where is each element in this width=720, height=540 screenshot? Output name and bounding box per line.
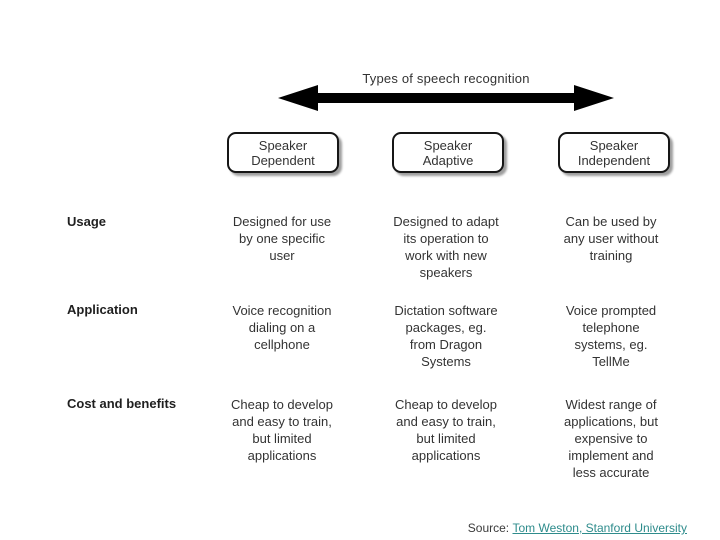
category-box-label: Speaker Independent [577,137,651,168]
row-label-cost-and-benefits: Cost and benefits [67,396,177,411]
category-box-speaker-independent: Speaker Independent [558,132,670,173]
source-line: Source: Tom Weston, Stanford University [468,521,687,535]
cell-application-independent: Voice prompted telephone systems, eg. Te… [565,303,657,369]
category-box-speaker-dependent: Speaker Dependent [227,132,339,173]
diagram-title: Types of speech recognition [362,71,530,86]
cell-cost-adaptive: Cheap to develop and easy to train, but … [395,397,497,463]
cell-cost-independent: Widest range of applications, but expens… [564,397,658,480]
cell-usage-adaptive: Designed to adapt its operation to work … [393,214,499,280]
source-label: Source: [467,521,510,535]
cell-usage-independent: Can be used by any user without training [563,214,659,263]
cell-application-adaptive: Dictation software packages, eg. from Dr… [394,303,498,369]
category-box-speaker-adaptive: Speaker Adaptive [392,132,504,173]
cell-usage-dependent: Designed for use by one specific user [232,214,332,263]
category-box-label: Speaker Dependent [251,137,315,168]
cell-cost-dependent: Cheap to develop and easy to train, but … [231,397,333,463]
row-label-usage: Usage [67,214,107,229]
double-arrow-icon [278,85,614,111]
category-box-label: Speaker Adaptive [422,137,474,168]
row-label-application: Application [67,302,138,317]
source-link[interactable]: Tom Weston, Stanford University [512,521,687,535]
cell-application-dependent: Voice recognition dialing on a cellphone [232,303,332,352]
